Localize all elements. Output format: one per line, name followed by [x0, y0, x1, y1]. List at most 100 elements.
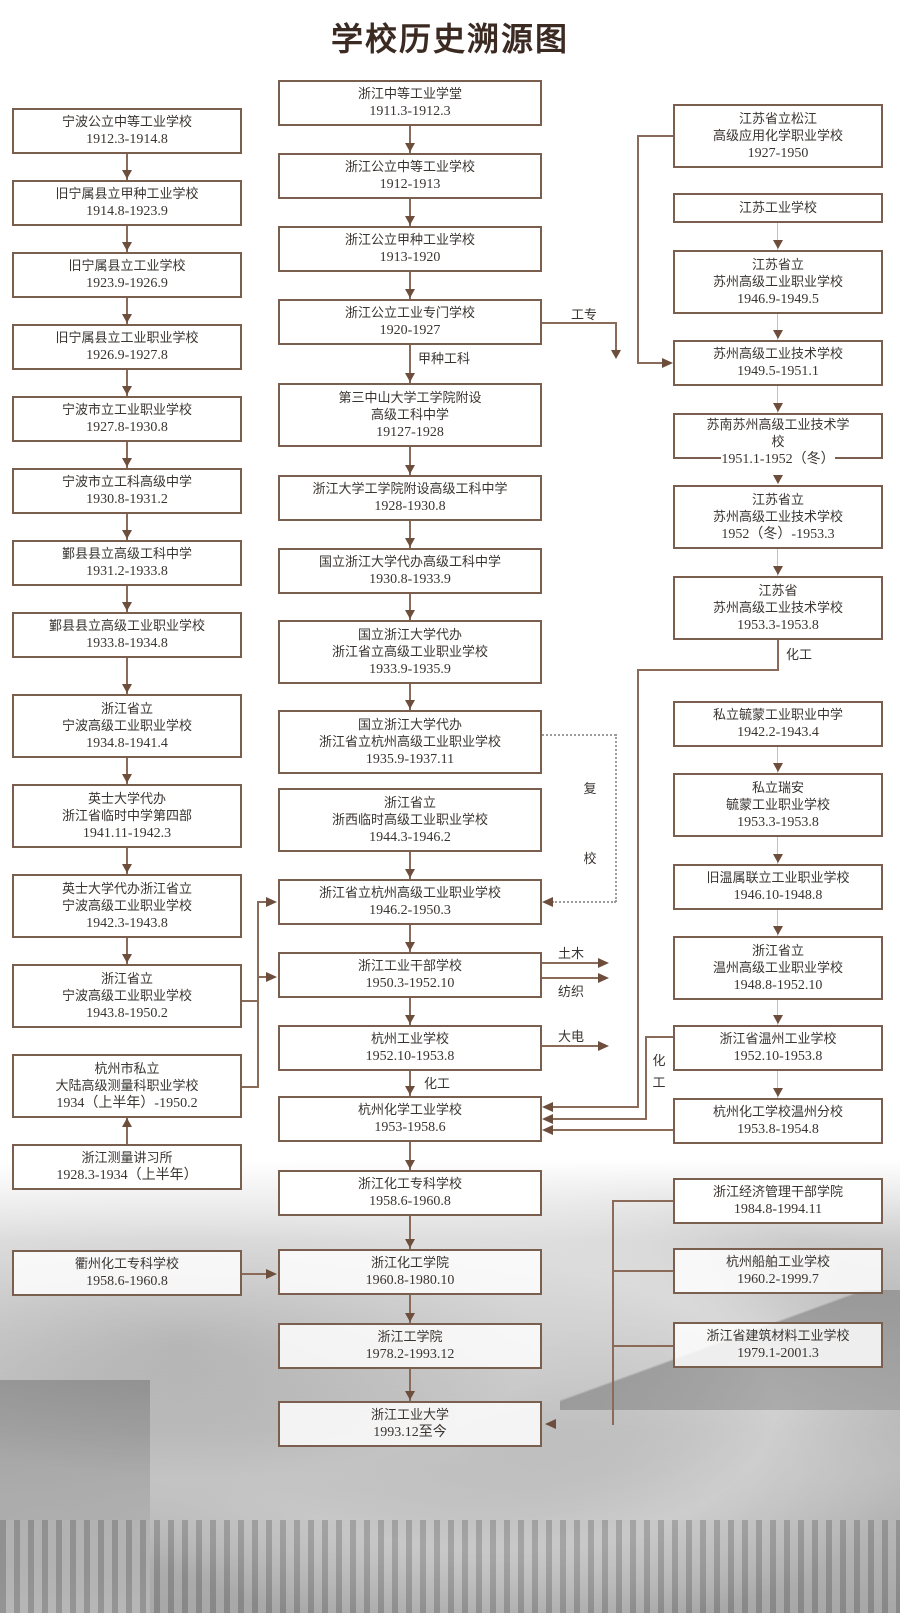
connector-line	[242, 1273, 272, 1275]
arrow-up-icon	[122, 1118, 132, 1127]
background-building	[0, 1380, 150, 1613]
node-name: 浙江工学院	[377, 1330, 443, 1345]
node-date: 1946.9-1949.5	[737, 291, 819, 307]
node-left-9: 英士大学代办 浙江省临时中学第四部 1941.11-1942.3	[12, 784, 242, 848]
node-date: 1923.9-1926.9	[86, 276, 168, 291]
node-name: 杭州化工学校温州分校	[712, 1105, 843, 1120]
node-date: 1933.9-1935.9	[369, 661, 451, 677]
connector-line	[409, 1071, 411, 1096]
connector-line	[552, 1106, 639, 1108]
connector-line	[126, 758, 128, 784]
connector-line	[409, 199, 411, 226]
arrow-down-icon	[405, 465, 415, 474]
connector-line	[552, 1129, 673, 1131]
connector-line	[615, 322, 617, 352]
arrow-down-icon	[405, 1160, 415, 1169]
node-date: 1993.12至今	[373, 1425, 447, 1440]
connector-line	[242, 1086, 258, 1088]
node-left-5: 宁波市立工科高级中学 1930.8-1931.2	[12, 468, 242, 514]
connector-line	[638, 135, 673, 137]
label-huagong-wenzhou-1: 化	[652, 1054, 666, 1069]
node-date: 1958.6-1960.8	[86, 1274, 168, 1289]
connector-line	[257, 901, 259, 1088]
node-date: 1914.8-1923.9	[86, 204, 168, 219]
node-name: 浙江工业干部学校	[357, 959, 462, 974]
node-left-8: 浙江省立 宁波高级工业职业学校 1934.8-1941.4	[12, 694, 242, 758]
node-right-10: 浙江省立 温州高级工业职业学校 1948.8-1952.10	[673, 936, 883, 1000]
connector-line	[409, 1369, 411, 1401]
node-name: 江苏省立	[751, 492, 804, 508]
node-center-15: 浙江化工学院 1960.8-1980.10	[278, 1249, 542, 1295]
connector-line	[257, 901, 271, 903]
node-name: 浙江公立工业专门学校	[344, 306, 475, 321]
connector-line	[409, 925, 411, 952]
connector-line	[777, 223, 778, 250]
node-center-4: 第三中山大学工学院附设 高级工科中学 19127-1928	[278, 383, 542, 447]
node-left-11: 浙江省立 宁波高级工业职业学校 1943.8-1950.2	[12, 964, 242, 1028]
node-name: 私立瑞安	[751, 780, 804, 796]
arrow-left-icon	[542, 897, 553, 907]
node-name: 鄞县县立高级工业职业学校	[48, 619, 205, 634]
arrow-right-icon	[662, 358, 673, 368]
dotted-connector	[615, 734, 617, 902]
node-left-10: 英士大学代办浙江省立 宁波高级工业职业学校 1942.3-1943.8	[12, 874, 242, 938]
connector-line	[242, 1000, 258, 1002]
connector-line	[409, 1142, 411, 1170]
connector-line	[126, 442, 128, 468]
connector-line	[613, 1200, 673, 1202]
arrow-right-icon	[266, 1269, 277, 1279]
node-left-0: 宁波公立中等工业学校 1912.3-1914.8	[12, 108, 242, 154]
node-center-10: 浙江省立杭州高级工业职业学校 1946.2-1950.3	[278, 879, 542, 925]
connector-line	[126, 298, 128, 324]
node-center-2: 浙江公立甲种工业学校 1913-1920	[278, 226, 542, 272]
node-name: 江苏省	[758, 583, 798, 599]
arrow-down-icon	[122, 954, 132, 963]
node-right-9: 旧温属联立工业职业学校 1946.10-1948.8	[673, 864, 883, 910]
connector-line	[637, 135, 639, 364]
connector-line	[777, 837, 778, 864]
node-name: 英士大学代办浙江省立	[61, 881, 192, 897]
connector-line	[613, 1345, 673, 1347]
connector-line	[409, 594, 411, 620]
node-name: 苏州高级工业技术学校	[712, 600, 843, 616]
arrow-down-icon	[122, 774, 132, 783]
arrow-down-icon	[773, 240, 783, 249]
node-name: 大陆高级测量科职业学校	[55, 1078, 199, 1094]
node-name: 浙江省立	[100, 971, 153, 987]
arrow-down-icon	[405, 1239, 415, 1248]
node-date: 1946.2-1950.3	[369, 903, 451, 918]
connector-line	[409, 852, 411, 879]
label-huagong-wenzhou-2: 工	[652, 1076, 666, 1091]
node-name: 苏州高级工业技术学校	[712, 347, 843, 362]
arrow-down-icon	[773, 926, 783, 935]
node-name: 宁波高级工业职业学校	[61, 718, 192, 734]
node-date: 1941.11-1942.3	[82, 825, 172, 841]
node-name: 江苏工业学校	[738, 200, 817, 216]
node-left-12: 杭州市私立 大陆高级测量科职业学校 1934（上半年）-1950.2	[12, 1054, 242, 1118]
dotted-connector	[552, 901, 616, 903]
node-center-8: 国立浙江大学代办 浙江省立杭州高级工业职业学校 1935.9-1937.11	[278, 710, 542, 774]
arrow-left-icon	[542, 1102, 553, 1112]
node-left-3: 旧宁属县立工业职业学校 1926.9-1927.8	[12, 324, 242, 370]
label-dadian: 大电	[558, 1030, 585, 1045]
node-date: 1933.8-1934.8	[86, 636, 168, 651]
node-name: 杭州市私立	[94, 1061, 160, 1077]
node-name: 浙江中等工业学堂	[357, 87, 462, 102]
node-name: 英士大学代办	[87, 791, 166, 807]
arrow-down-icon	[405, 1313, 415, 1322]
node-right-3: 苏州高级工业技术学校 1949.5-1951.1	[673, 340, 883, 386]
connector-line	[542, 977, 598, 979]
background-ground	[0, 1520, 900, 1613]
node-name: 浙江测量讲习所	[81, 1151, 173, 1166]
node-center-5: 浙江大学工学院附设高级工科中学 1928-1930.8	[278, 475, 542, 521]
node-date: 1979.1-2001.3	[737, 1346, 819, 1361]
node-center-6: 国立浙江大学代办高级工科中学 1930.8-1933.9	[278, 548, 542, 594]
node-name: 旧宁属县立工业学校	[68, 259, 186, 274]
arrow-down-icon	[122, 314, 132, 323]
connector-line	[777, 314, 778, 340]
node-date: 1960.2-1999.7	[737, 1272, 819, 1287]
node-date: 1931.2-1933.8	[86, 564, 168, 579]
arrow-right-icon	[266, 972, 277, 982]
arrow-down-icon	[122, 530, 132, 539]
node-center-14: 浙江化工专科学校 1958.6-1960.8	[278, 1170, 542, 1216]
